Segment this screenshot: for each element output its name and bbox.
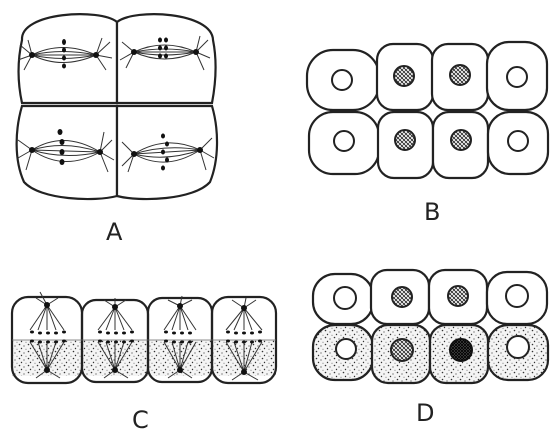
spindle-c1 (29, 291, 66, 379)
nucleus-b-5 (333, 130, 355, 152)
nucleus-b-7 (450, 129, 472, 151)
nucleus-d-8 (506, 335, 530, 359)
spindle-a3 (17, 129, 115, 173)
label-b: B (424, 198, 440, 226)
label-a: A (106, 218, 123, 246)
panel-b (305, 40, 550, 180)
label-d: D (416, 399, 434, 427)
nucleus-d-2 (391, 286, 413, 308)
nucleus-d-4 (505, 284, 529, 308)
nucleus-b-2 (393, 65, 415, 87)
spindle-c3 (163, 295, 197, 379)
panel-a (15, 13, 219, 201)
stippled-layer-c (12, 340, 276, 376)
spindle-c4 (225, 297, 263, 381)
nucleus-d-7 (449, 338, 473, 362)
label-c: C (132, 406, 149, 434)
panel-d (311, 268, 550, 385)
nucleus-b-1 (331, 69, 353, 91)
spindle-a4 (121, 133, 215, 173)
panel-c (10, 291, 278, 385)
cell-a-bottom-left (15, 104, 119, 201)
nucleus-d-3 (447, 285, 469, 307)
nucleus-d-1 (333, 286, 357, 310)
nucleus-d-6 (390, 338, 414, 362)
spindle-a2 (119, 35, 211, 71)
nucleus-b-4 (506, 66, 528, 88)
nucleus-b-6 (394, 129, 416, 151)
spindle-c2 (97, 298, 134, 379)
nucleus-d-5 (335, 338, 357, 360)
spindle-a1 (17, 37, 113, 71)
nucleus-b-3 (449, 64, 471, 86)
nucleus-b-8 (507, 130, 529, 152)
